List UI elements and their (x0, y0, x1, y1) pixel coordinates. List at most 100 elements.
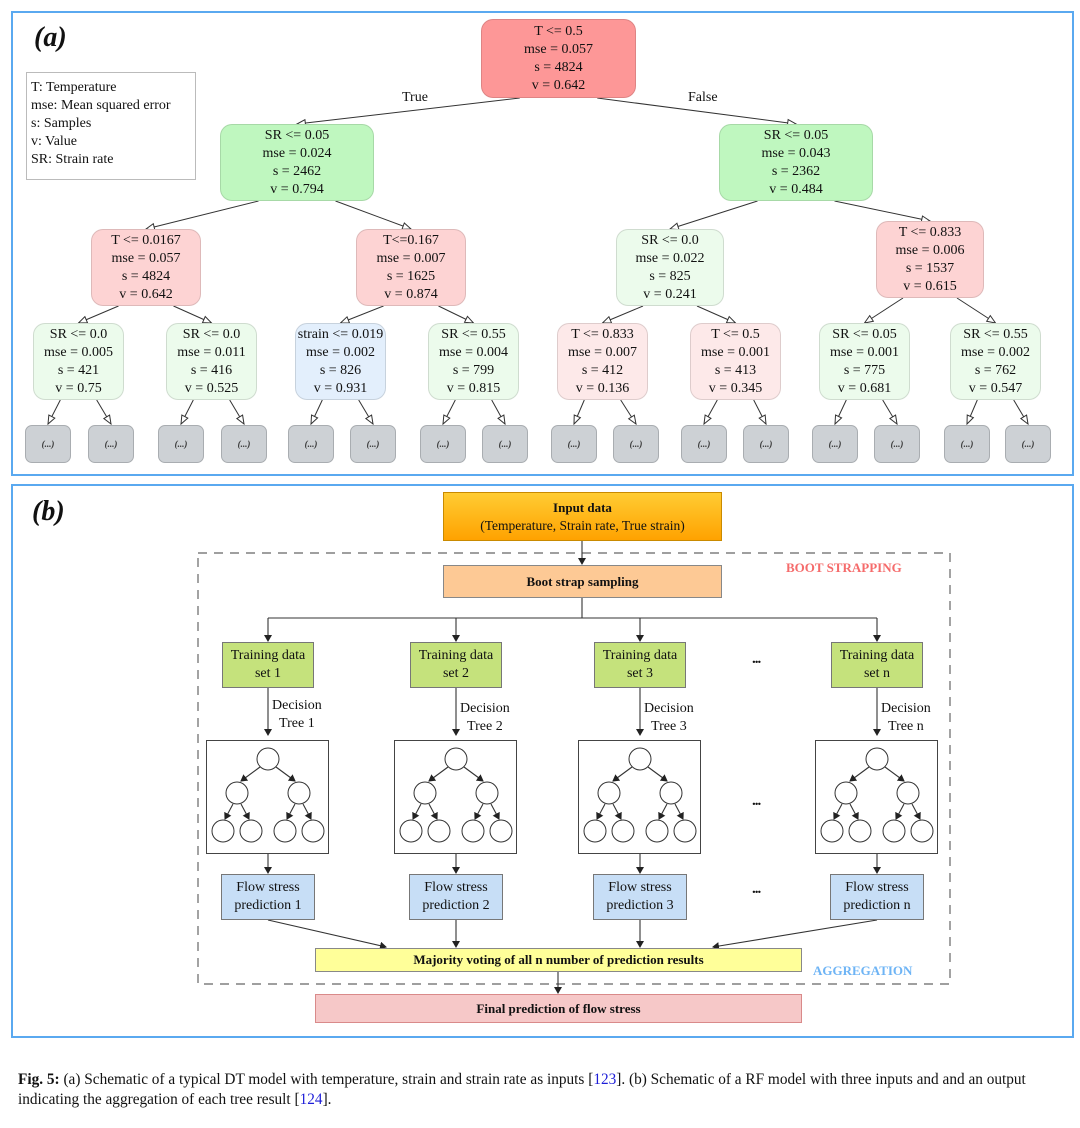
tree-arrowhead (180, 414, 189, 426)
node-mse: mse = 0.002 (306, 344, 375, 360)
node-v: v = 0.874 (384, 286, 438, 302)
node-cond: T <= 0.833 (571, 326, 634, 342)
node-s: s = 1537 (905, 260, 955, 276)
truncated-leaf-node: (...) (944, 425, 990, 463)
tree-arrowhead (627, 414, 637, 426)
node-cond: strain <= 0.019 (297, 326, 384, 342)
truncated-leaf-node: (...) (221, 425, 267, 463)
tree-diagram-node (211, 819, 235, 843)
truncated-leaf-node: (...) (25, 425, 71, 463)
mini-tree-edge (647, 766, 668, 782)
ellipsis-training: ... (752, 651, 761, 667)
node-s: s = 416 (190, 362, 233, 378)
tree-diagram-node (896, 781, 920, 805)
legend-item: SR: Strain rate (31, 152, 114, 167)
edge-label-true: True (402, 90, 428, 105)
ellipsis-trees: ... (752, 793, 761, 809)
node-mse: mse = 0.011 (177, 344, 246, 360)
node-s: s = 762 (974, 362, 1017, 378)
tree-arrowhead (758, 414, 767, 426)
flow-stress-prediction-box-line: prediction 3 (606, 898, 674, 913)
final-prediction-box: Final prediction of flow stress (315, 994, 802, 1023)
mini-tree-edge (658, 803, 668, 820)
training-data-set-box-line: Training data (839, 648, 915, 663)
node-cond: SR <= 0.05 (763, 127, 829, 143)
node-v: v = 0.794 (270, 181, 324, 197)
decision-tree-diagram (394, 740, 517, 854)
node-mse: mse = 0.002 (961, 344, 1030, 360)
tree-arrowhead (966, 414, 975, 426)
tree-arrowhead (834, 414, 843, 426)
tree-diagram-node (659, 781, 683, 805)
node-cond: SR <= 0.05 (264, 127, 330, 143)
legend-item: s: Samples (31, 116, 92, 131)
tree-diagram-node (287, 781, 311, 805)
node-s: s = 2362 (771, 163, 821, 179)
tree-arrowhead (201, 315, 213, 324)
truncated-leaf-node: (...) (288, 425, 334, 463)
mini-tree-edge (412, 803, 422, 820)
training-data-set-box-line: set 1 (254, 666, 282, 681)
tree-diagram-node (597, 781, 621, 805)
tree-diagram-node (399, 819, 423, 843)
tree-diagram-node (910, 819, 934, 843)
figure-caption: Fig. 5: (a) Schematic of a typical DT mo… (18, 1070, 1078, 1110)
citation-link-123[interactable]: 123 (593, 1071, 617, 1088)
node-cond: T <= 0.5 (534, 23, 583, 39)
legend-item: mse: Mean squared error (31, 98, 171, 113)
tree-diagram-node (225, 781, 249, 805)
tree-edge (669, 200, 758, 230)
node-v: v = 0.615 (903, 278, 957, 294)
arrow-pred1-to-voting (267, 919, 387, 950)
tree-diagram-node (427, 819, 451, 843)
truncated-leaf-node: (...) (482, 425, 528, 463)
tree-edge (335, 200, 412, 230)
decision-tree-diagram (815, 740, 938, 854)
tree-diagram-node (413, 781, 437, 805)
tree-arrowhead (442, 414, 451, 426)
decision-tree-label-line: Decision (644, 701, 694, 716)
tree-arrowhead (725, 315, 737, 324)
node-mse: mse = 0.057 (111, 250, 181, 266)
training-data-set-box-line: Training data (602, 648, 678, 663)
mini-tree-edge (596, 803, 606, 820)
tree-diagram-node (273, 819, 297, 843)
node-v: v = 0.642 (119, 286, 173, 302)
caption-text: ]. (322, 1091, 332, 1108)
citation-link-124[interactable]: 124 (299, 1091, 323, 1108)
tree-diagram-node (820, 819, 844, 843)
mini-tree-edge (612, 766, 633, 782)
mini-tree-edge (612, 803, 622, 820)
decision-tree-label-line: Tree n (888, 719, 924, 734)
tree-arrowhead (1019, 414, 1029, 426)
truncated-leaf-node: (...) (1005, 425, 1051, 463)
node-cond: SR <= 0.55 (963, 326, 1028, 342)
tree-arrowhead (573, 414, 582, 426)
node-cond: SR <= 0.05 (832, 326, 897, 342)
tree-edge (834, 200, 931, 222)
training-data-set-box-line: set 2 (442, 666, 470, 681)
tree-edge (296, 97, 520, 125)
tree-diagram-node (848, 819, 872, 843)
mini-tree-edge (895, 803, 905, 820)
node-mse: mse = 0.022 (635, 250, 705, 266)
flow-stress-prediction-box-line: Flow stress (845, 880, 909, 895)
mini-tree-edge (833, 803, 843, 820)
node-v: v = 0.484 (769, 181, 823, 197)
training-data-set-box-line: set n (863, 666, 891, 681)
node-cond: T <= 0.833 (898, 224, 962, 240)
legend-item: v: Value (31, 134, 78, 149)
